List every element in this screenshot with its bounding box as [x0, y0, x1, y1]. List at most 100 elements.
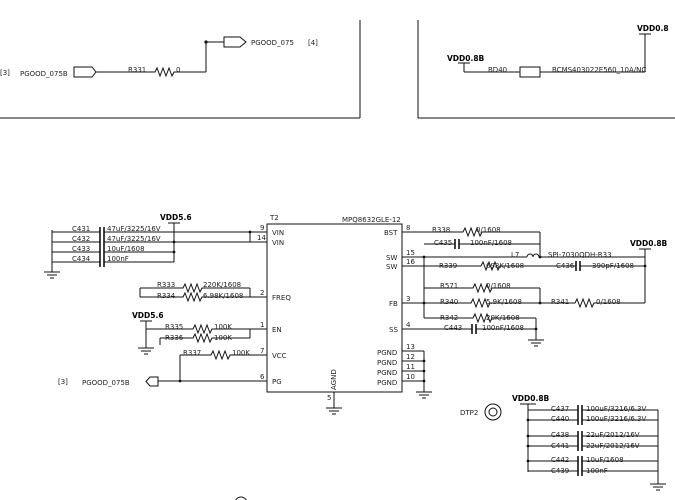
pin-4-name: SS — [389, 326, 398, 334]
vdd08b-top-label: VDD0.8B — [447, 54, 485, 63]
r342-value: 20K/1608 — [486, 314, 520, 322]
c436-value: 390pF/1608 — [592, 262, 634, 270]
vdd08b-output-label: VDD0.8B — [630, 239, 668, 248]
cap-c437: C437 100uF/3216/6.3V — [528, 405, 658, 415]
cap-c439: C439 100nF — [528, 466, 658, 476]
cap-c438-value: 22uF/2012/16V — [586, 431, 640, 439]
pin-14-num: 14 — [257, 234, 266, 242]
r336-value: 100K — [214, 334, 232, 342]
pin-12-num: 12 — [406, 353, 415, 361]
r339-value: 698K/1608 — [486, 262, 524, 270]
freq-resistors: R333 220K/1608 R334 6.98K/1608 — [139, 281, 251, 302]
cap-c432: C432 47uF/3225/16V — [52, 235, 250, 247]
pin-10-name: PGND — [377, 379, 397, 387]
bd40-ref: BD40 — [488, 66, 507, 74]
r331-ref: R331 — [128, 66, 146, 74]
r335-ref: R335 — [165, 323, 183, 331]
r333-resistor — [179, 283, 205, 293]
pin-7-name: VCC — [272, 352, 287, 360]
cap-c437-value: 100uF/3216/6.3V — [586, 405, 646, 413]
pin-5-num: 5 — [327, 394, 331, 402]
r334-resistor — [179, 292, 205, 302]
r335-value: 100K — [214, 323, 232, 331]
bd40-bead — [519, 66, 541, 78]
r571-value: 0/1608 — [486, 282, 511, 290]
cap-c431-value: 47uF/3225/16V — [107, 225, 161, 233]
bd40-value: BCMS403022E560_10A/NC — [552, 66, 646, 74]
r335-resistor — [189, 324, 215, 334]
en-resistors: VDD5.6 R335 100K R336 100K — [132, 311, 251, 355]
agnd-pin-name: AGND — [330, 369, 338, 390]
pg-net-label: PGOOD_075B — [82, 379, 130, 387]
r333-ref: R333 — [157, 281, 175, 289]
dtp2-ref: DTP2 — [460, 409, 478, 417]
pgood-075-sheet-ref: [4] — [308, 39, 318, 47]
pin-9-num: 9 — [260, 224, 264, 232]
ic-t2: T2 MPQ8632GLE-12 9 VIN 14 VIN 2 FREQ 1 E… — [250, 214, 433, 415]
cap-c432-ref: C432 — [72, 235, 90, 243]
r340-value: 5.9K/1608 — [486, 298, 522, 306]
r334-value: 6.98K/1608 — [203, 292, 243, 300]
cap-c441: C441 22uF/2012/16V — [528, 441, 658, 451]
en-ground-icon — [137, 347, 155, 355]
pin-16-name: SW — [386, 263, 397, 271]
c443-value: 100nF/1608 — [482, 324, 524, 332]
pin-8-num: 8 — [406, 224, 410, 232]
pin-6-num: 6 — [260, 373, 265, 381]
cap-c437-ref: C437 — [551, 405, 569, 413]
cap-c442: C442 10uF/1608 — [528, 456, 658, 466]
cap-c433-value: 10uF/1608 — [107, 245, 145, 253]
r571-ref: R571 — [440, 282, 458, 290]
top-left-sheet-ref: [3] — [0, 69, 10, 77]
cap-c440-ref: C440 — [551, 415, 569, 423]
r338-value: 0/1608 — [476, 226, 501, 234]
cap-c433: C433 10uF/1608 — [52, 245, 174, 257]
l7-ref: L7 — [511, 251, 519, 259]
pg-sheet-ref: [3] — [58, 378, 68, 386]
r336-ref: R336 — [165, 334, 184, 342]
vdd08-top-label: VDD0.8 — [637, 24, 669, 33]
partial-test-point — [235, 496, 247, 500]
pgood-075-label: PGOOD_075 — [251, 39, 294, 47]
pgnd-ground-icon — [415, 391, 433, 399]
cap-c438-ref: C438 — [551, 431, 569, 439]
pin-11-name: PGND — [377, 369, 397, 377]
vcc-pg-network: R337 100K [3] PGOOD_075B — [58, 349, 250, 387]
r340-ref: R340 — [440, 298, 458, 306]
pin-10-num: 10 — [406, 373, 415, 381]
ic-part-number: MPQ8632GLE-12 — [342, 216, 401, 224]
r331-resistor — [151, 67, 177, 77]
r336-resistor — [189, 333, 215, 343]
r334-ref: R334 — [157, 292, 176, 300]
r337-resistor — [207, 350, 233, 360]
l7-value: SPI-7030QDH-R33 — [548, 251, 612, 259]
ss-ground-icon — [527, 339, 545, 347]
cap-c440-value: 100uF/3216/6.3V — [586, 415, 646, 423]
pin-2-num: 2 — [260, 289, 264, 297]
pin-11-num: 11 — [406, 363, 415, 371]
bst-network: R338 0/1608 C435 100nF/1608 — [424, 226, 541, 249]
pin-13-num: 13 — [406, 343, 415, 351]
pin-1-name: EN — [272, 326, 282, 334]
output-capacitor-bank: DTP2 VDD0.8B C437 100uF/3216/6.3V C440 1… — [460, 394, 667, 491]
c436-ref: C436 — [556, 262, 575, 270]
r341-resistor — [571, 298, 597, 308]
r341-ref: R341 — [551, 298, 569, 306]
c435-ref: C435 — [434, 239, 452, 247]
cap-c434-value: 100nF — [107, 255, 129, 263]
top-right-section: VDD0.8B BD40 BCMS403022E560_10A/NC VDD0.… — [417, 20, 675, 119]
cap-c441-value: 22uF/2012/16V — [586, 442, 640, 450]
pgood-075b-port — [73, 66, 97, 78]
r337-ref: R337 — [183, 349, 201, 357]
r333-value: 220K/1608 — [203, 281, 241, 289]
cap-c432-value: 47uF/3225/16V — [107, 235, 161, 243]
r338-ref: R338 — [432, 226, 450, 234]
cap-c431-ref: C431 — [72, 225, 90, 233]
ss-network: C443 100nF/1608 — [424, 318, 545, 347]
cap-c434-ref: C434 — [72, 255, 91, 263]
pin-6-name: PG — [272, 378, 282, 386]
cap-c438: C438 22uF/2012/16V — [528, 431, 658, 441]
cap-c440: C440 100uF/3216/6.3V — [528, 415, 658, 425]
r331-value: 0 — [176, 66, 180, 74]
